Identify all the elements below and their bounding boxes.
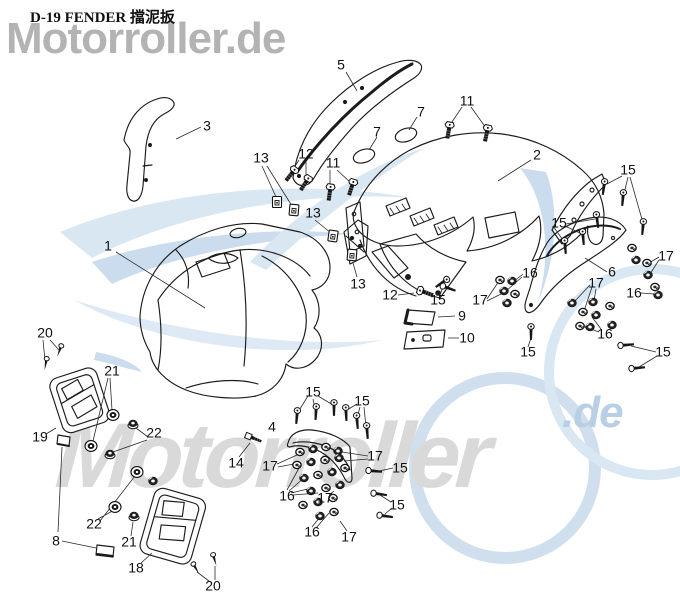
- washer-icon: [340, 463, 350, 473]
- nut-icon: [499, 286, 509, 296]
- nut-icon: [507, 276, 517, 286]
- washer-icon: [329, 507, 339, 517]
- washer-icon: [495, 275, 505, 285]
- nut-icon: [313, 497, 323, 507]
- screw-icon: [578, 227, 588, 246]
- screw-horizontal-icon: [617, 340, 635, 350]
- screw-icon: [527, 323, 535, 341]
- nut-icon: [653, 290, 663, 300]
- nut-icon: [148, 476, 158, 486]
- flange-bolt-icon: [244, 431, 263, 445]
- clip-nut-icon: [288, 203, 300, 217]
- fastener-hardware: [41, 120, 663, 576]
- screw-horizontal-icon: [365, 466, 383, 476]
- nut-icon: [643, 270, 653, 280]
- washer-icon: [605, 301, 615, 311]
- washer-icon: [627, 243, 637, 253]
- screw-horizontal-icon: [375, 511, 394, 521]
- grommet-icon: [130, 466, 144, 478]
- upper-cover-part-5: [292, 59, 423, 187]
- nut-icon: [299, 473, 309, 483]
- page-title: D-19 FENDER 擋泥扳: [30, 10, 175, 26]
- plate-part-10: [403, 329, 446, 350]
- screw-icon: [599, 177, 609, 196]
- screw-icon: [341, 403, 351, 422]
- gasket-rings-part-7: [352, 127, 418, 164]
- logo-swoosh-shapes: [60, 148, 680, 564]
- screw-icon: [638, 217, 648, 236]
- tapping-screw-icon: [54, 342, 65, 358]
- clip-nut-icon: [271, 195, 283, 209]
- screw-horizontal-icon: [628, 363, 646, 373]
- hex-bolt-icon: [442, 120, 456, 140]
- hex-bolt-icon: [281, 164, 301, 184]
- grommet-icon: [106, 409, 120, 421]
- clip-nut-icon: [327, 229, 339, 243]
- step-plate-part-19: [49, 367, 110, 434]
- hex-bolt-icon: [415, 284, 436, 301]
- front-fender-part-1: [139, 222, 331, 399]
- washer-icon: [578, 307, 588, 317]
- clip-nut-icon: [346, 248, 358, 262]
- tapping-screw-icon: [189, 560, 202, 576]
- screw-icon: [618, 188, 628, 207]
- trim-strip-part-3: [123, 97, 175, 202]
- nut-icon: [585, 322, 595, 332]
- rubber-pad-part-8: [56, 434, 115, 558]
- plate-part-9: [403, 308, 436, 326]
- washer-icon: [321, 483, 331, 493]
- washer-icon: [313, 470, 323, 480]
- washer-icon: [510, 289, 520, 299]
- tapping-screw-icon: [209, 551, 220, 567]
- cap-nut-icon: [127, 419, 139, 430]
- callout-leader-lines: [42, 71, 660, 582]
- nut-icon: [631, 255, 641, 265]
- cap-nut-icon: [128, 511, 140, 522]
- nut-icon: [588, 297, 598, 307]
- nut-icon: [315, 511, 325, 521]
- screw-icon: [352, 411, 362, 430]
- nut-icon: [334, 453, 344, 463]
- nut-icon: [335, 480, 345, 490]
- rear-fender-part-2: [345, 132, 607, 299]
- nut-icon: [327, 467, 337, 477]
- washer-icon: [295, 447, 305, 457]
- screw-horizontal-icon: [438, 281, 458, 295]
- nut-icon: [333, 446, 343, 456]
- screw-icon: [311, 402, 321, 421]
- screw-icon: [292, 406, 302, 425]
- nut-icon: [306, 457, 316, 467]
- nut-icon: [607, 320, 617, 330]
- washer-icon: [298, 500, 308, 510]
- washer-icon: [650, 282, 660, 292]
- washer-icon: [328, 493, 338, 503]
- washer-icon: [320, 455, 330, 465]
- grommet-icon: [84, 440, 98, 452]
- grommet-icon: [108, 501, 122, 513]
- washer-icon: [575, 321, 585, 331]
- nut-icon: [567, 298, 577, 308]
- step-plate-part-18: [139, 487, 207, 565]
- nut-icon: [308, 444, 318, 454]
- washer-icon: [321, 442, 331, 452]
- nut-icon: [591, 310, 601, 320]
- hex-bolt-icon: [323, 182, 337, 202]
- hex-bolt-icon: [344, 177, 360, 198]
- washer-icon: [642, 258, 652, 268]
- nut-icon: [502, 298, 512, 308]
- nut-icon: [306, 486, 316, 496]
- tapping-screw-icon: [41, 355, 51, 371]
- screw-icon: [362, 421, 372, 440]
- screw-horizontal-icon: [369, 489, 388, 499]
- screw-icon: [330, 399, 338, 417]
- cap-nut-icon: [104, 449, 116, 460]
- side-skirt-part-6: [524, 216, 627, 314]
- washer-icon: [292, 460, 302, 470]
